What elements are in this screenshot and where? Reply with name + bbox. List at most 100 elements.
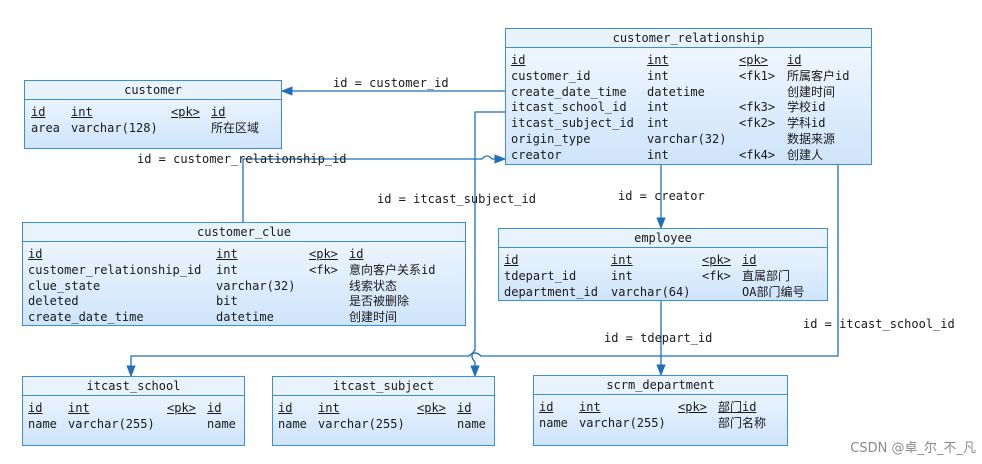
column-type: int [318, 401, 340, 415]
column-name: name [278, 416, 307, 431]
entity-title: employee [499, 229, 827, 248]
column-name: itcast_school_id [511, 100, 627, 115]
column-key: <fk3> [739, 100, 776, 115]
relation-label-itcast-subject-id: id = itcast_subject_id [377, 192, 536, 206]
column-comment: 直属部门 [742, 268, 791, 283]
column-comment: 数据来源 [787, 132, 836, 146]
column-name: customer_id [511, 68, 591, 83]
column-key: <pk> [171, 105, 200, 119]
column-type: int [611, 253, 633, 267]
column-type: int [216, 262, 238, 277]
column-type: bit [216, 294, 238, 309]
column-type: int [611, 268, 633, 283]
column-name: id [28, 247, 43, 261]
column-key: <pk> [167, 401, 196, 415]
table-row: origin_type varchar(32) 数据来源 [506, 131, 871, 147]
column-comment: 创建时间 [349, 310, 398, 325]
column-comment: id [211, 105, 226, 119]
column-type: varchar(32) [216, 278, 296, 293]
column-name: id [278, 401, 293, 415]
column-type: varchar(64) [611, 284, 691, 299]
watermark-text: CSDN @卓_尔_不_凡 [850, 441, 976, 456]
column-type: int [647, 68, 669, 83]
entity-title: itcast_school [23, 377, 244, 396]
column-name: customer_relationship_id [28, 262, 202, 277]
table-row: id int <pk> id [273, 400, 494, 416]
column-type: varchar(128) [71, 120, 158, 135]
column-type: varchar(32) [647, 132, 727, 146]
column-key: <pk> [702, 253, 731, 267]
column-type: int [216, 247, 238, 261]
column-comment: 部门名称 [718, 415, 767, 430]
column-name: create_date_time [28, 310, 144, 325]
line-itcast-subject-id [470, 111, 505, 378]
entity-title: itcast_subject [273, 377, 494, 396]
column-name: id [31, 105, 46, 119]
column-comment: id [787, 53, 802, 67]
column-key: <pk> [417, 401, 446, 415]
column-type: varchar(255) [318, 416, 405, 431]
column-comment: 所属客户id [787, 68, 850, 83]
column-comment: 部门id [718, 400, 757, 414]
column-comment: id [207, 401, 222, 415]
column-key: <pk> [678, 400, 707, 414]
relation-label-itcast-school-id: id = itcast_school_id [803, 317, 955, 331]
entity-title: customer_relationship [506, 29, 871, 48]
column-name: create_date_time [511, 84, 627, 99]
column-comment: 创建人 [787, 147, 824, 162]
column-key: <fk4> [739, 147, 776, 162]
column-name: id [539, 400, 554, 414]
column-comment: id [349, 247, 364, 261]
column-comment: id [457, 401, 472, 415]
column-name: tdepart_id [504, 268, 577, 283]
column-type: varchar(255) [579, 415, 666, 430]
column-name: name [28, 416, 57, 431]
column-comment: name [207, 416, 236, 431]
column-type: int [647, 116, 669, 131]
entity-title: scrm_department [534, 376, 787, 395]
entity-title: customer [25, 81, 281, 100]
column-name: creator [511, 147, 562, 162]
column-type: int [647, 53, 669, 67]
column-key: <pk> [309, 247, 338, 261]
line-itcast-school-id [126, 164, 839, 378]
column-name: id [28, 401, 43, 415]
column-name: origin_type [511, 132, 591, 146]
column-name: deleted [28, 294, 79, 309]
table-row: customer_relationship_id int <fk> 意向客户关系id [23, 262, 465, 278]
column-name: department_id [504, 284, 598, 299]
column-comment: 意向客户关系id [349, 262, 436, 277]
column-comment: name [457, 416, 486, 431]
column-comment: OA部门编号 [742, 284, 805, 299]
relation-label-creator: id = creator [618, 189, 705, 203]
entity-title: customer_clue [23, 223, 465, 242]
column-key: <fk> [702, 268, 731, 283]
column-key: <fk> [309, 262, 338, 277]
column-comment: id [742, 253, 757, 267]
line-customer-relationship-id [242, 154, 507, 222]
column-key: <fk1> [739, 68, 776, 83]
column-type: int [71, 105, 93, 119]
relation-label-customer-relationship-id: id = customer_relationship_id [137, 152, 347, 166]
column-type: varchar(255) [68, 416, 155, 431]
column-type: int [647, 100, 669, 115]
table-row: name varchar(255) name [23, 416, 244, 432]
